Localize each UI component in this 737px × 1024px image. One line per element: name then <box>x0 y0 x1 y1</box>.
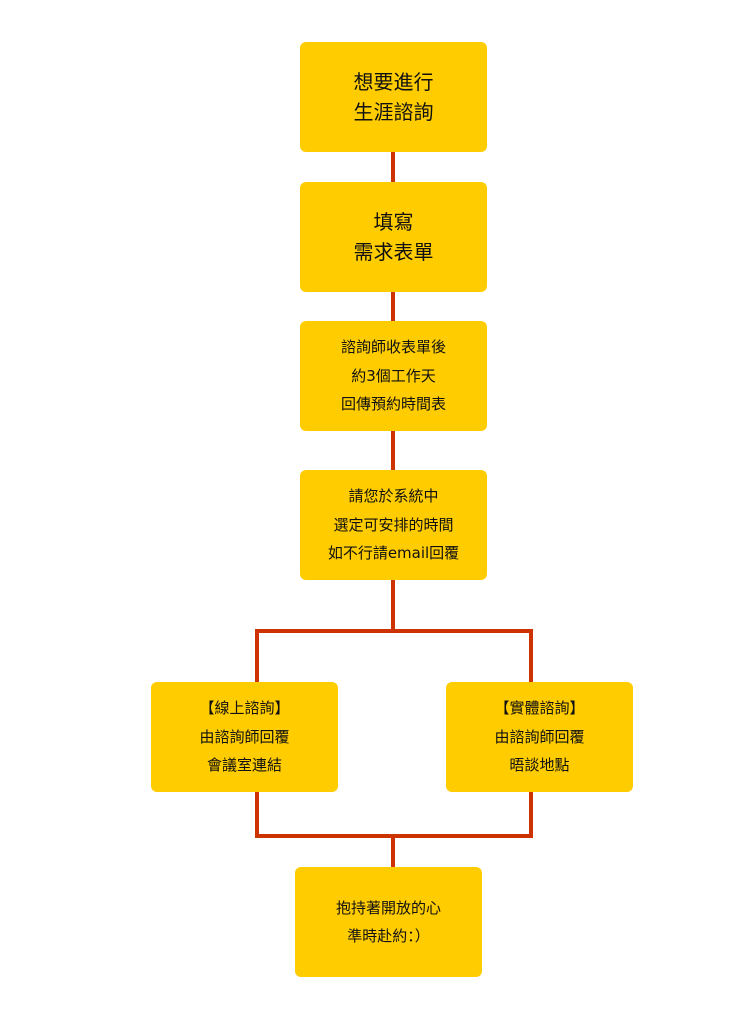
node-text: 生涯諮詢 <box>353 100 434 124</box>
node-text: 抱持著開放的心 <box>335 898 441 917</box>
node-text: 回傳預約時間表 <box>340 395 446 414</box>
node-form: 填寫 需求表單 <box>300 182 487 292</box>
node-text: 諮詢師收表單後 <box>340 338 446 357</box>
node-end: 抱持著開放的心 準時赴約：） <box>295 867 482 977</box>
node-online: 【線上諮詢】 由諮詢師回覆 會議室連結 <box>151 682 338 792</box>
node-text: 準時赴約：） <box>347 927 430 945</box>
node-reply: 諮詢師收表單後 約3個工作天 回傳預約時間表 <box>300 321 487 431</box>
node-text: 由諮詢師回覆 <box>199 727 290 746</box>
node-inperson: 【實體諮詢】 由諮詢師回覆 晤談地點 <box>446 682 633 792</box>
node-text: 需求表單 <box>353 240 434 264</box>
node-text: 晤談地點 <box>509 756 570 775</box>
node-text: 約3個工作天 <box>351 366 436 385</box>
node-start: 想要進行 生涯諮詢 <box>300 42 487 152</box>
node-text: 由諮詢師回覆 <box>494 727 585 746</box>
node-text: 【實體諮詢】 <box>494 699 585 718</box>
node-text: 如不行請email回覆 <box>327 544 460 563</box>
node-select: 請您於系統中 選定可安排的時間 如不行請email回覆 <box>300 470 487 580</box>
node-text: 想要進行 <box>353 70 434 94</box>
node-text: 【線上諮詢】 <box>199 699 290 718</box>
node-text: 填寫 <box>373 210 414 234</box>
node-text: 會議室連結 <box>206 756 282 775</box>
node-text: 選定可安排的時間 <box>333 515 454 534</box>
node-text: 請您於系統中 <box>348 487 439 506</box>
